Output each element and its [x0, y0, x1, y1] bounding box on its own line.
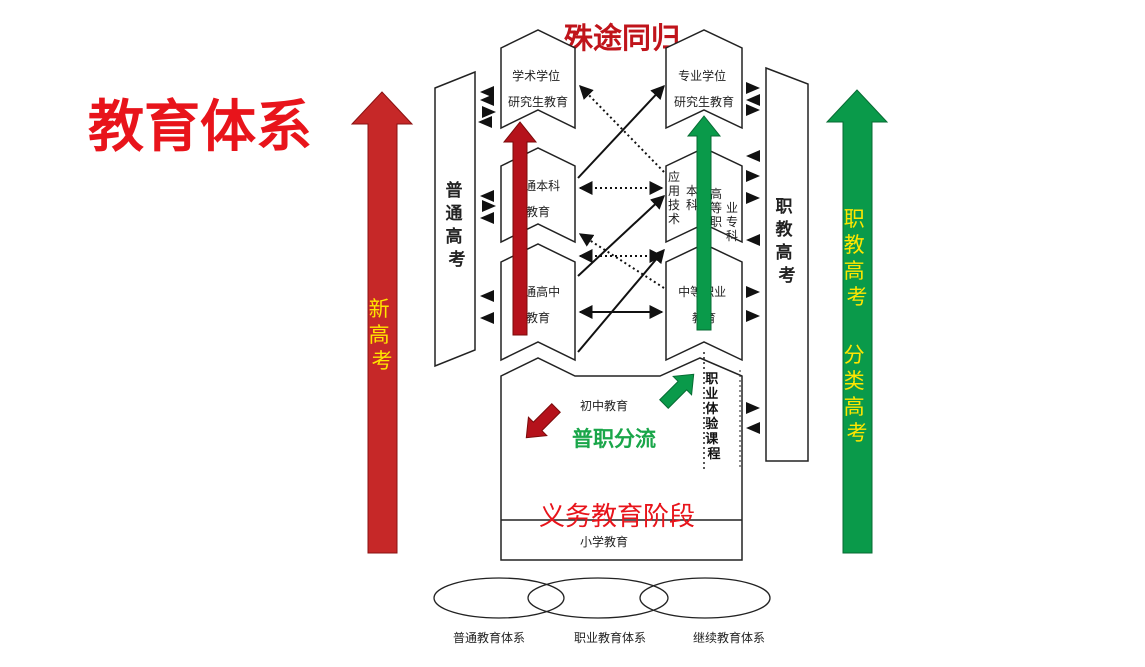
column-green-arrow — [686, 115, 722, 331]
primary-text: 小学教育 — [580, 534, 628, 549]
svg-text:本: 本 — [686, 184, 698, 198]
compulsory-box — [500, 357, 743, 561]
vocational-college-text: 高 等 职 业 专 科 — [710, 186, 738, 243]
junior-high-text: 初中教育 — [580, 398, 628, 413]
cross-arrow-dotted-2 — [578, 233, 665, 289]
right-green-arrow — [825, 89, 889, 554]
right-exam-label: 职 教 高 考 — [775, 197, 799, 286]
svg-text:术: 术 — [668, 212, 680, 226]
svg-text:等: 等 — [710, 201, 722, 215]
academic-grad-text: 学术学位 研究生教育 — [508, 68, 568, 109]
cross-arrow-dotted-1 — [579, 84, 665, 173]
svg-text:科: 科 — [726, 229, 738, 243]
system-label-continuing: 继续教育体系 — [693, 630, 765, 645]
left-exam-arrowheads-right — [482, 106, 496, 212]
right-arrow-label-1: 职 教 高 考 — [844, 208, 871, 309]
continuing-system-ellipse — [639, 577, 771, 619]
general-high-box — [500, 243, 576, 362]
svg-text:科: 科 — [686, 198, 698, 212]
right-exam-arrowheads — [746, 82, 760, 434]
tracking-label: 普职分流 — [572, 427, 656, 451]
tracking-red-diagonal-arrow — [525, 403, 561, 439]
page-title: 教育体系 — [88, 95, 312, 158]
professional-grad-text: 专业学位 研究生教育 — [674, 68, 734, 109]
svg-text:应: 应 — [668, 169, 680, 184]
svg-text:高: 高 — [710, 186, 722, 201]
vocational-system-ellipse — [527, 577, 669, 619]
system-label-general: 普通教育体系 — [453, 630, 525, 645]
general-undergrad-box — [500, 147, 576, 244]
system-label-vocational: 职业教育体系 — [574, 630, 646, 645]
cross-arrow-1 — [577, 84, 665, 179]
left-exam-label: 普 通 高 考 — [446, 180, 469, 270]
left-exam-arrowheads — [478, 86, 494, 324]
vocational-experience-text: 职 业 体 验 课 程 — [705, 372, 723, 462]
left-exam-box — [434, 70, 476, 368]
svg-text:业: 业 — [726, 201, 738, 215]
applied-undergrad-text: 应 用 技 术 本 科 — [668, 169, 698, 226]
svg-text:用: 用 — [668, 184, 680, 198]
left-red-arrow — [350, 91, 414, 554]
right-arrow-label-2: 分 类 高 考 — [844, 344, 871, 445]
compulsory-label: 义务教育阶段 — [539, 501, 695, 531]
left-arrow-label: 新 高 考 — [369, 298, 396, 373]
general-system-ellipse — [433, 577, 565, 619]
professional-grad-box — [665, 29, 743, 130]
column-red-arrow — [502, 121, 538, 336]
svg-text:技: 技 — [668, 198, 680, 212]
cross-arrow-3 — [577, 248, 665, 353]
right-exam-box — [765, 66, 809, 462]
tracking-green-diagonal-arrow — [659, 373, 695, 409]
svg-text:专: 专 — [726, 214, 738, 229]
svg-text:职: 职 — [710, 215, 722, 229]
top-title: 殊途同归 — [564, 21, 680, 55]
academic-grad-box — [500, 29, 576, 130]
